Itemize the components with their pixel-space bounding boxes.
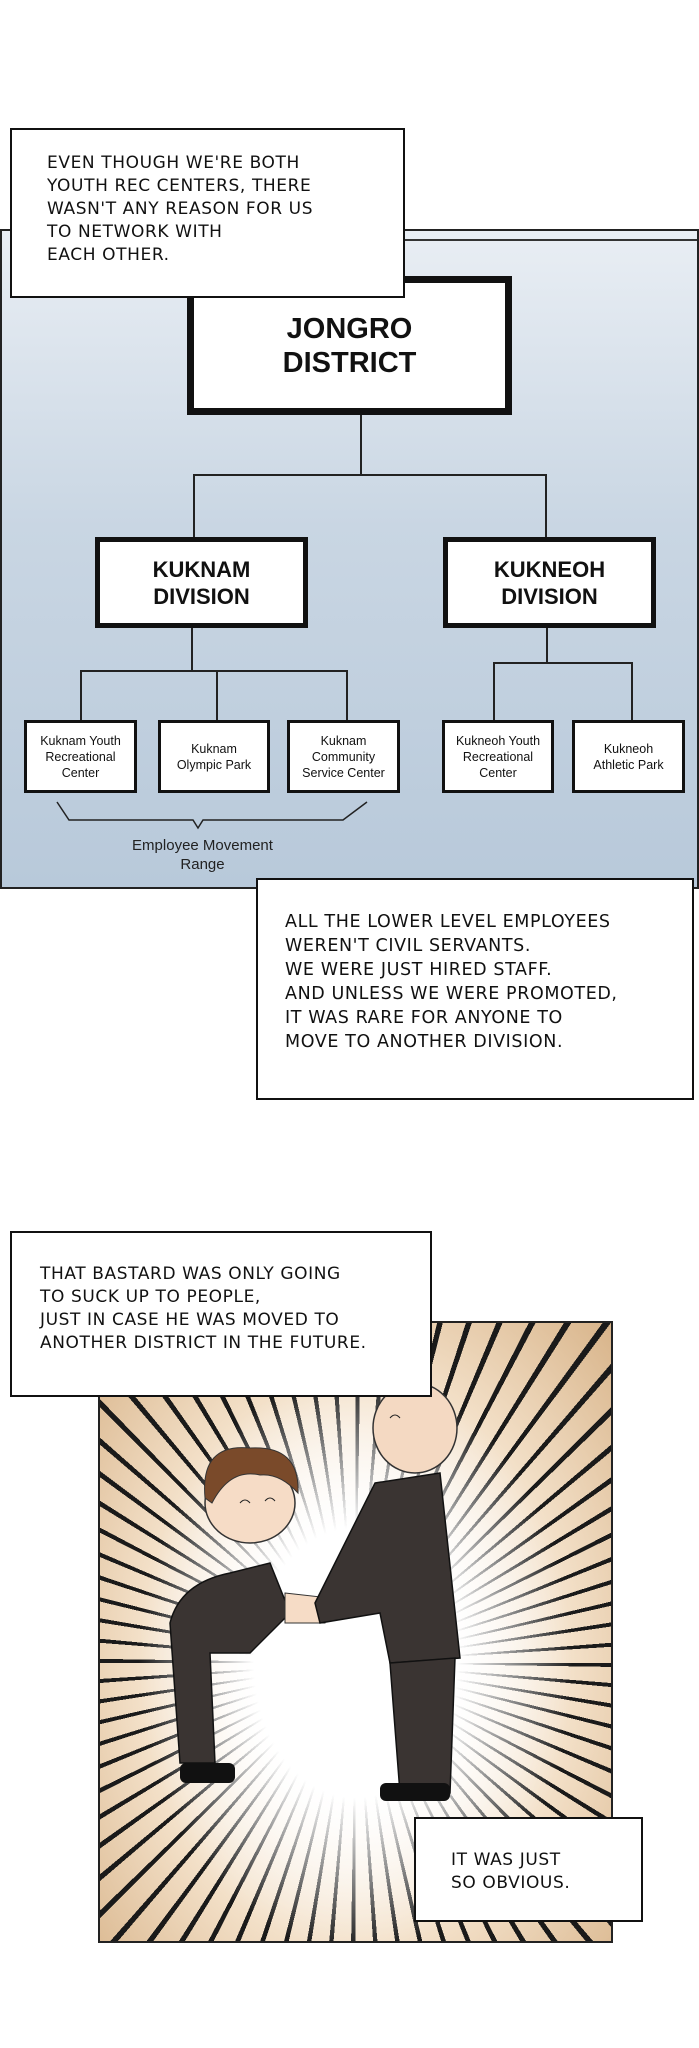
unit-box: Kukneoh Athletic Park [572, 720, 685, 793]
movement-range-label: Employee Movement Range [132, 837, 273, 873]
connector-line [80, 670, 82, 720]
kuknam-division-box: KUKNAM DIVISION [95, 537, 308, 628]
connector-line [360, 415, 362, 475]
connector-line [193, 474, 547, 476]
caption-box: EVEN THOUGH WE'RE BOTH YOUTH REC CENTERS… [10, 128, 405, 298]
movement-range-bracket [56, 801, 368, 830]
connector-line [346, 670, 348, 720]
unit-box: Kuknam Olympic Park [158, 720, 270, 793]
panel-border-line [302, 239, 697, 241]
connector-line [545, 474, 547, 537]
unit-box: Kuknam Community Service Center [287, 720, 400, 793]
unit-box: Kuknam Youth Recreational Center [24, 720, 137, 793]
caption-box: THAT BASTARD WAS ONLY GOING TO SUCK UP T… [10, 1231, 432, 1397]
bald-man-figure [314, 1382, 461, 1801]
characters-illustration [169, 1382, 461, 1801]
unit-box: Kukneoh Youth Recreational Center [442, 720, 554, 793]
connector-line [191, 628, 193, 671]
connector-line [193, 474, 195, 537]
connector-line [493, 662, 495, 720]
connector-line [631, 662, 633, 720]
connector-line [216, 670, 218, 720]
kukneoh-division-box: KUKNEOH DIVISION [443, 537, 656, 628]
connector-line [80, 670, 348, 672]
bowing-man-figure [169, 1447, 331, 1783]
caption-box: IT WAS JUST SO OBVIOUS. [414, 1817, 643, 1922]
connector-line [493, 662, 633, 664]
district-box: JONGRO DISTRICT [187, 276, 512, 415]
caption-box: ALL THE LOWER LEVEL EMPLOYEES WEREN'T CI… [256, 878, 694, 1100]
connector-line [546, 628, 548, 663]
